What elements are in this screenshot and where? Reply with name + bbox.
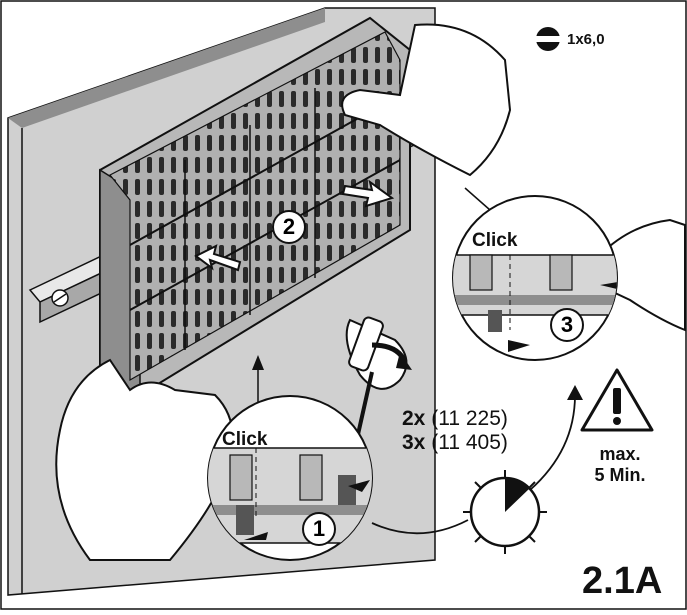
step2-arrows xyxy=(194,179,395,272)
warning-text: max. 5 Min. xyxy=(580,445,660,484)
quantity-multiplier: 3x xyxy=(402,431,426,454)
quantity-part: (11 225) xyxy=(431,407,508,430)
stopwatch-icon xyxy=(463,470,547,554)
quantity-line-1: 2x (11 225) xyxy=(402,408,508,429)
module-housing xyxy=(99,16,411,397)
quantity-part: (11 405) xyxy=(431,431,508,454)
warning-triangle-icon xyxy=(580,368,654,432)
flow-curve-2 xyxy=(529,394,576,491)
warning-line-1: max. xyxy=(599,444,641,464)
screwdriver-size-label: 1x6,0 xyxy=(567,31,605,48)
flat-screwdriver-icon xyxy=(533,27,563,51)
step-badge-3: 3 xyxy=(550,308,584,342)
figure-id: 2.1A xyxy=(582,560,663,602)
click-label-step1: Click xyxy=(222,429,268,450)
quantity-multiplier: 2x xyxy=(402,407,426,430)
quantity-line-2: 3x (11 405) xyxy=(402,432,508,453)
step-badge-2: 2 xyxy=(272,210,306,244)
hands xyxy=(55,23,686,561)
warning-line-2: 5 Min. xyxy=(594,465,646,485)
step-badge-1: 1 xyxy=(302,512,336,546)
click-label-step3: Click xyxy=(472,230,518,251)
flow-curve-1 xyxy=(371,519,469,535)
